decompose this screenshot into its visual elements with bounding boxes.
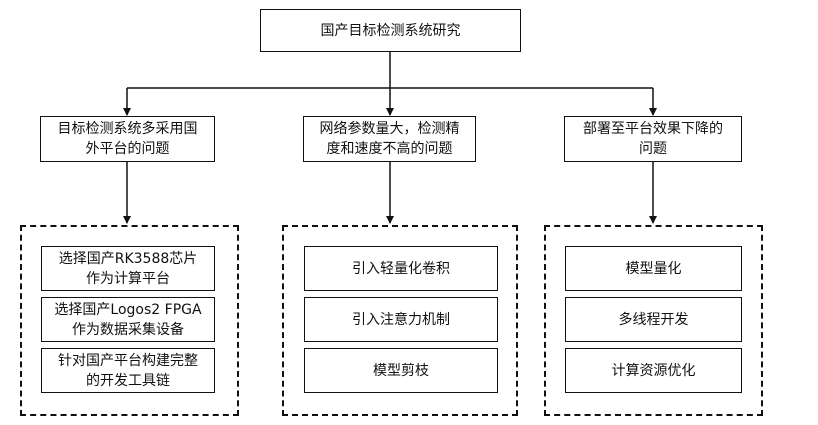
problem-3-line2: 问题 [639, 141, 667, 157]
group-2-item-1: 引入轻量化卷积 [304, 246, 498, 291]
root-box: 国产目标检测系统研究 [260, 9, 521, 52]
group-1-item-2: 选择国产Logos2 FPGA 作为数据采集设备 [41, 297, 215, 342]
group-1-item-3-line1: 针对国产平台构建完整 [58, 352, 198, 369]
group-container-1 [20, 225, 239, 416]
group-container-3 [544, 225, 763, 416]
group-3-item-2: 多线程开发 [565, 297, 742, 342]
problem-3-line1: 部署至平台效果下降的 [583, 121, 723, 137]
group-2-item-1-label: 引入轻量化卷积 [352, 260, 450, 277]
group-1-item-3: 针对国产平台构建完整 的开发工具链 [41, 348, 215, 393]
group-1-item-3-line2: 的开发工具链 [86, 372, 170, 389]
problem-1-line2: 外平台的问题 [85, 141, 170, 157]
group-2-item-2: 引入注意力机制 [304, 297, 498, 342]
group-1-item-1-line1: 选择国产RK3588芯片 [58, 250, 198, 267]
problem-2-line2: 度和速度不高的问题 [326, 141, 453, 157]
group-1-item-1: 选择国产RK3588芯片 作为计算平台 [41, 246, 215, 291]
group-2-item-2-label: 引入注意力机制 [352, 311, 450, 328]
group-3-item-2-label: 多线程开发 [618, 311, 689, 328]
group-2-item-3: 模型剪枝 [304, 348, 498, 393]
group-container-2 [282, 225, 518, 416]
group-3-item-1: 模型量化 [565, 246, 742, 291]
root-label: 国产目标检测系统研究 [320, 22, 461, 39]
group-1-item-2-line1: 选择国产Logos2 FPGA [54, 301, 202, 318]
problem-box-3: 部署至平台效果下降的 问题 [564, 116, 742, 162]
group-1-item-1-line2: 作为计算平台 [85, 270, 170, 287]
group-1-item-2-line2: 作为数据采集设备 [72, 321, 184, 338]
problem-1-line1: 目标检测系统多采用国 [57, 121, 198, 137]
group-3-item-1-label: 模型量化 [625, 260, 682, 277]
group-3-item-3: 计算资源优化 [565, 348, 742, 393]
group-3-item-3-label: 计算资源优化 [611, 362, 696, 379]
group-2-item-3-label: 模型剪枝 [373, 362, 429, 379]
problem-2-line1: 网络参数量大，检测精 [319, 121, 460, 137]
problem-box-1: 目标检测系统多采用国 外平台的问题 [40, 116, 215, 162]
problem-box-2: 网络参数量大，检测精 度和速度不高的问题 [303, 116, 476, 162]
